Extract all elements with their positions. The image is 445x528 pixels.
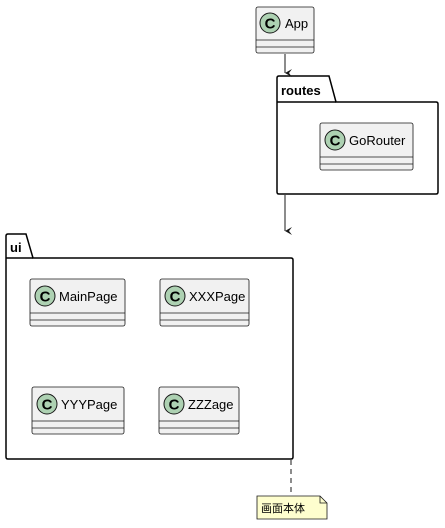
class-zzzage-name: ZZZage [188, 397, 234, 412]
note-text: 画面本体 [261, 501, 305, 515]
class-xxxpage[interactable]: C XXXPage [159, 278, 250, 327]
package-ui-label: ui [10, 240, 22, 255]
note[interactable]: 画面本体 [256, 495, 328, 520]
class-yyypage[interactable]: C YYYPage [31, 386, 125, 435]
class-yyypage-name: YYYPage [61, 397, 117, 412]
class-xxxpage-stereotype: C [170, 289, 181, 306]
class-xxxpage-name: XXXPage [189, 289, 245, 304]
class-zzzage[interactable]: C ZZZage [158, 386, 240, 435]
class-mainpage[interactable]: C MainPage [29, 278, 126, 327]
package-routes-label: routes [281, 83, 321, 98]
class-mainpage-stereotype: C [40, 289, 51, 306]
class-yyypage-stereotype: C [42, 397, 53, 414]
class-zzzage-stereotype: C [169, 397, 180, 414]
class-gorouter-name: GoRouter [349, 133, 406, 148]
class-app-stereotype: C [265, 16, 276, 33]
class-mainpage-name: MainPage [59, 289, 118, 304]
class-gorouter[interactable]: C GoRouter [319, 122, 414, 171]
class-gorouter-stereotype: C [330, 133, 341, 150]
class-app-name: App [285, 16, 308, 31]
class-app[interactable]: C App [255, 6, 315, 54]
